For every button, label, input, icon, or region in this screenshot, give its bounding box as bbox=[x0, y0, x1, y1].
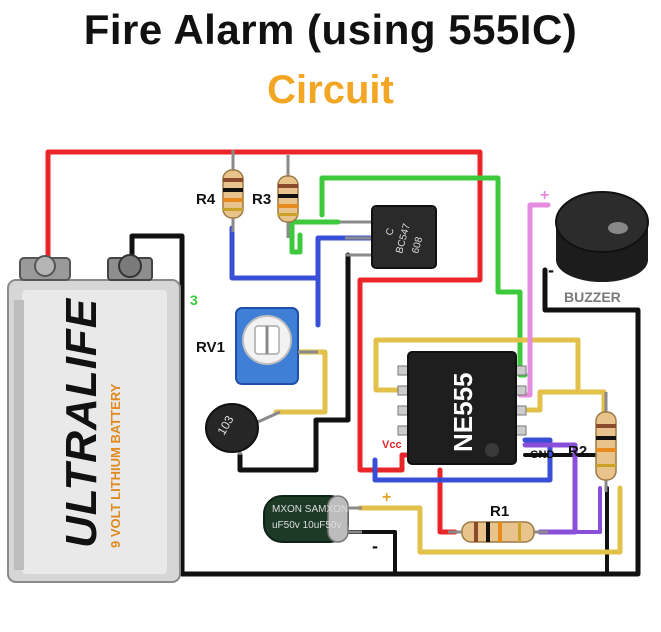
resistor-r3 bbox=[277, 155, 299, 238]
buzzer-minus: - bbox=[548, 260, 554, 280]
buzzer-label: BUZZER bbox=[564, 289, 621, 305]
ic-label: NE555 bbox=[448, 373, 478, 453]
capacitor-mark-2: uF50v 10uF50v bbox=[272, 520, 342, 531]
capacitor-plus: + bbox=[382, 489, 391, 506]
wire-black-cap-minus bbox=[343, 530, 397, 576]
wire-purple-r1 bbox=[522, 442, 578, 535]
transistor-mark-2: C bbox=[384, 227, 396, 237]
r1-label: R1 bbox=[490, 503, 509, 520]
battery-type: 9 VOLT LITHIUM BATTERY bbox=[108, 383, 123, 548]
transistor-mark-3: 608 bbox=[410, 235, 425, 254]
gnd-label: GND bbox=[530, 449, 555, 461]
wire-black-transistor-emitter bbox=[237, 252, 351, 473]
resistor-r1 bbox=[448, 521, 548, 543]
ic-body bbox=[407, 351, 517, 465]
resistor-r2 bbox=[595, 392, 617, 492]
q-tag: 3 bbox=[190, 292, 198, 308]
capacitor-mark-1: MXON SAMXON bbox=[272, 504, 348, 515]
wire-black-ground bbox=[129, 233, 641, 577]
ic-ne555: NE555 bbox=[397, 351, 527, 465]
wire-yellow-ic-top bbox=[373, 337, 607, 423]
wire-yellow-ic-right bbox=[522, 389, 581, 413]
battery-brand: ULTRALIFE bbox=[57, 297, 106, 548]
potentiometer-rv1 bbox=[235, 307, 318, 385]
r4-label: R4 bbox=[196, 191, 216, 208]
transistor-body bbox=[371, 205, 437, 269]
wire-purple-r2 bbox=[573, 486, 602, 534]
r3-label: R3 bbox=[252, 191, 271, 208]
wire-red-positive bbox=[45, 149, 483, 473]
vcc-label: Vcc bbox=[382, 439, 402, 451]
buzzer-plus: + bbox=[540, 187, 549, 204]
resistor-r4 bbox=[222, 150, 244, 232]
wire-blue-r4 bbox=[229, 225, 378, 281]
thermistor: 103 bbox=[205, 403, 281, 455]
diagram-title: Fire Alarm (using 555IC) bbox=[83, 6, 578, 53]
buzzer-top bbox=[555, 191, 649, 253]
r2-label: R2 bbox=[568, 443, 587, 460]
rv1-label: RV1 bbox=[196, 339, 225, 356]
battery: ULTRALIFE 9 VOLT LITHIUM BATTERY bbox=[7, 254, 181, 583]
diagram-subtitle: Circuit bbox=[267, 68, 394, 112]
buzzer bbox=[555, 191, 649, 282]
transistor: BC547 C 608 bbox=[340, 205, 437, 269]
capacitor: MXON SAMXON uF50v 10uF50v bbox=[263, 495, 362, 543]
capacitor-minus: - bbox=[372, 536, 378, 556]
wire-yellow-cap bbox=[357, 485, 623, 555]
wire-green-r3-transistor bbox=[289, 219, 341, 255]
wire-blue-ic bbox=[372, 437, 553, 483]
